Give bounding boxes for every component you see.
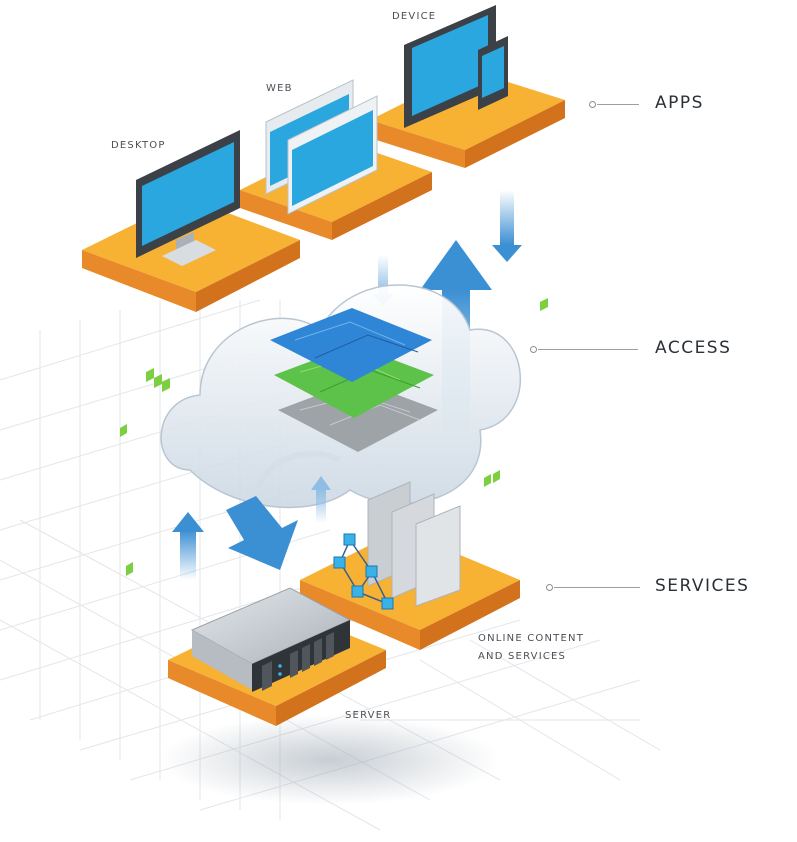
access-leader-dot [530,346,537,353]
access-label: ACCESS [655,338,732,358]
services-leader-line [554,587,640,588]
phone-icon [478,36,508,110]
online-content-label-line1: ONLINE CONTENT [478,633,584,644]
device-platform [370,70,565,168]
device-label: DEVICE [392,11,437,22]
apps-label: APPS [655,93,704,113]
document-stack-icon [367,481,461,607]
server-icon [190,587,352,692]
online-content-label-line2: AND SERVICES [478,651,567,662]
network-graph-icon [333,533,394,610]
web-label: WEB [266,83,293,94]
arrow-up-small-cloud [311,476,331,523]
green-accents [120,298,548,576]
services-leader-dot [546,584,553,591]
ground-shadow [160,715,500,805]
tablet-icon [404,5,496,128]
arrow-down-services [226,496,298,570]
apps-leader-line [597,104,639,105]
server-label: SERVER [345,710,392,721]
arrow-down-apps [492,190,522,262]
monitor-icon [136,130,240,266]
arrow-up-server [172,512,204,580]
services-label: SERVICES [655,576,750,596]
map-layer-blue [270,308,432,382]
apps-leader-dot [589,101,596,108]
browser-window-front [287,95,378,215]
access-leader-line [538,349,638,350]
desktop-label: DESKTOP [111,140,166,151]
